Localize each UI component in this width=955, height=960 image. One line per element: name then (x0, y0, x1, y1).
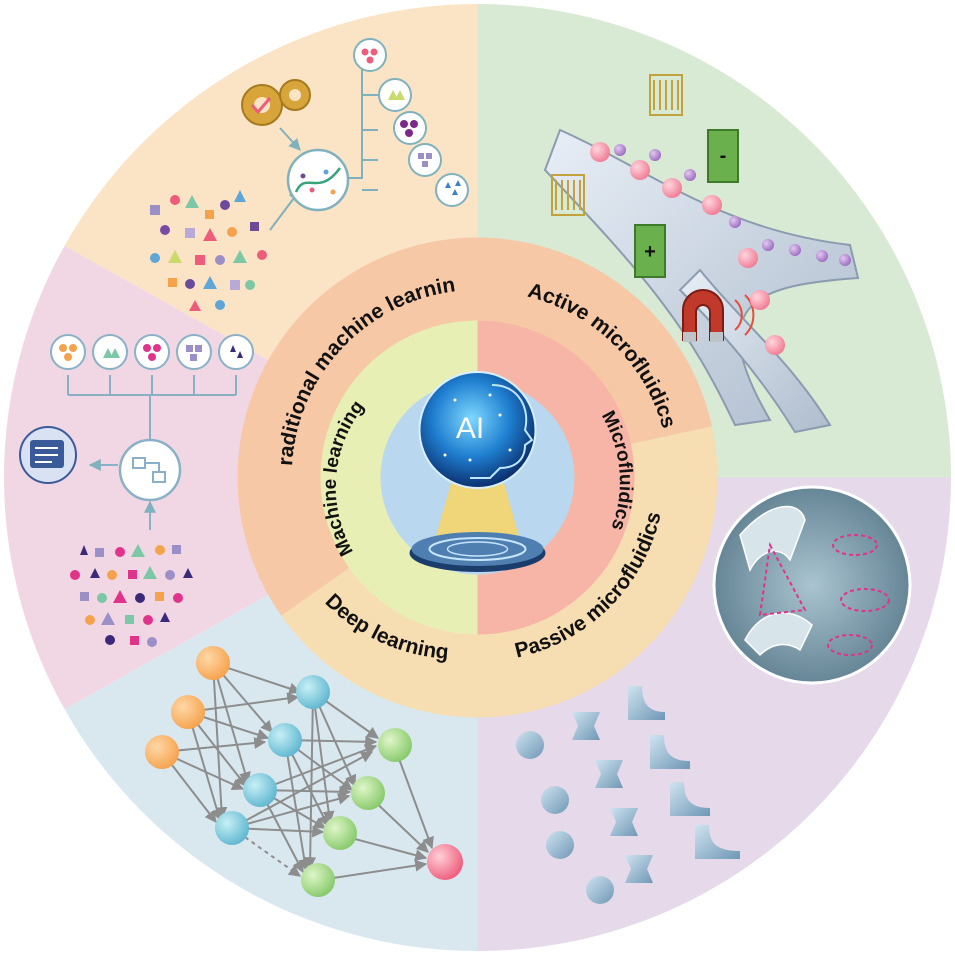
svg-text:-: - (720, 145, 727, 167)
passive-microfluidics-illustration (516, 485, 912, 904)
supervised-learning-illustration (150, 38, 469, 311)
ai-head-hologram-icon: AI (409, 371, 546, 572)
neural-network-illustration (145, 646, 463, 897)
svg-text:+: + (644, 241, 656, 263)
negative-electrode-icon: - (707, 129, 739, 183)
class-clusters-icon (353, 38, 469, 207)
vortex-microscope-icon (712, 485, 912, 685)
unlabeled-samples-icon (70, 544, 193, 647)
particles-icon (590, 142, 851, 355)
micropillar-array-icon (516, 686, 740, 904)
positive-electrode-icon: + (634, 224, 666, 278)
ai-badge: AI (456, 412, 484, 445)
dataset-head-icon (19, 426, 77, 484)
network-nodes (145, 646, 463, 897)
result-classes-icon (50, 334, 254, 370)
active-microfluidics-illustration: - + (543, 74, 860, 434)
magnet-icon (682, 289, 755, 342)
algorithm-icon (118, 438, 182, 502)
gears-icon (241, 79, 311, 126)
scattered-samples-icon (150, 190, 267, 311)
model-fit-icon (286, 148, 350, 212)
classification-workflow-illustration (19, 334, 254, 647)
acoustic-electrode-icon (551, 74, 683, 216)
